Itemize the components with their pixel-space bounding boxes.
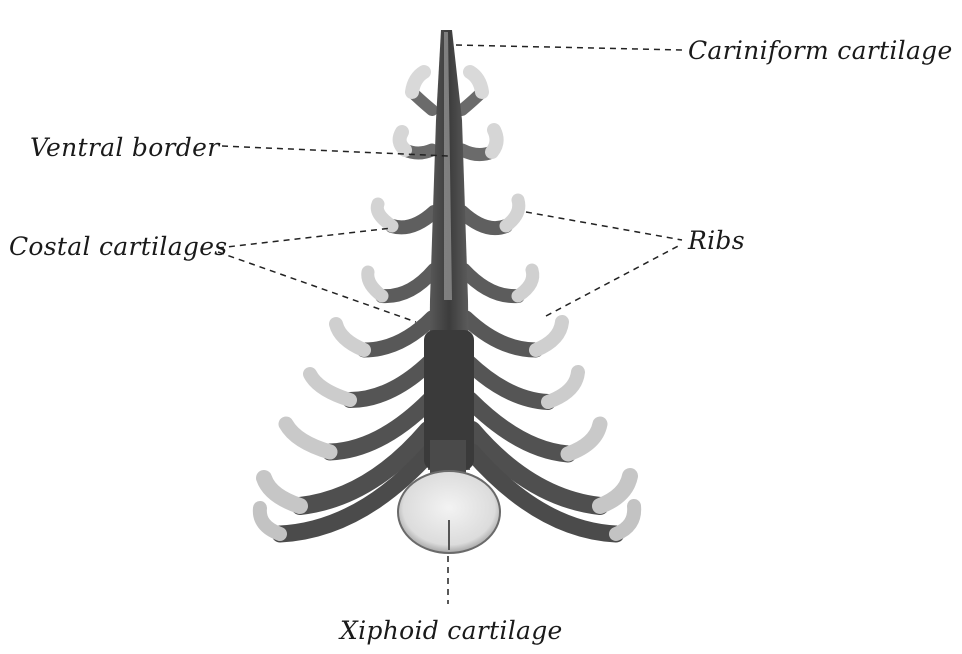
leader-costal-lower xyxy=(217,251,417,323)
leader-costal-upper xyxy=(217,227,393,249)
label-ribs: Ribs xyxy=(688,226,745,255)
label-xiphoid-cartilage: Xiphoid cartilage xyxy=(340,616,563,645)
leader-cariniform xyxy=(455,44,685,51)
leader-ribs-upper xyxy=(525,211,683,241)
leader-lines xyxy=(217,44,685,604)
right-ribs xyxy=(455,65,642,543)
leader-ribs-lower xyxy=(545,243,683,317)
leader-ventral-border xyxy=(221,145,449,157)
label-ventral-border: Ventral border xyxy=(30,133,220,162)
sternum xyxy=(424,30,474,470)
left-ribs xyxy=(252,65,441,543)
label-costal-cartilages: Costal cartilages xyxy=(9,232,228,261)
label-cariniform-cartilage: Cariniform cartilage xyxy=(688,36,953,65)
xiphoid-cartilage xyxy=(397,440,501,554)
